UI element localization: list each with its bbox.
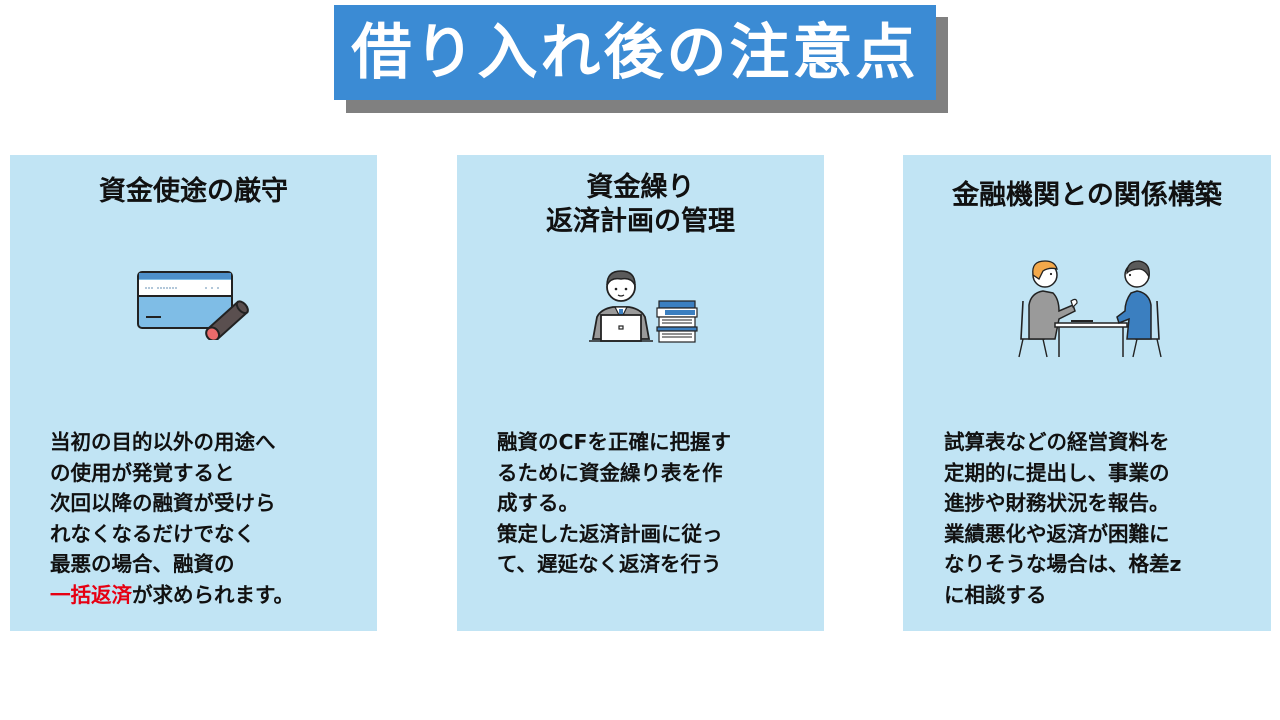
credit-card-icon [137, 271, 249, 340]
panel-fund-usage: 資金使途の厳守 当初の目的以外の用途への使用が発覚すると次回以降の融資が受けられ… [10, 155, 377, 631]
panel-title: 金融機関との関係構築 [952, 180, 1222, 211]
page-title: 借り入れ後の注意点 [351, 17, 919, 88]
panel-title: 資金繰り 返済計画の管理 [546, 172, 735, 237]
meeting-two-people-icon [1018, 260, 1162, 358]
panel-title: 資金使途の厳守 [99, 176, 288, 207]
panel-body: 融資のCFを正確に把握するために資金繰り表を作成する。策定した返済計画に従って、… [497, 430, 732, 576]
highlight-text: 一括返済 [50, 582, 132, 607]
panel-body: 当初の目的以外の用途への使用が発覚すると次回以降の融資が受けられなくなるだけでな… [50, 430, 294, 607]
businessman-laptop-documents-icon [589, 270, 698, 343]
panel-cashflow-management: 資金繰り 返済計画の管理 融資のCFを正確に把握するために資金繰り表を作成する。… [457, 155, 824, 631]
panel-bank-relationship: 金融機関との関係構築 試算表などの経営資料を定期的に提出し、事業の進捗や財務状況… [903, 155, 1271, 631]
title-banner: 借り入れ後の注意点 [334, 5, 936, 100]
panel-body: 試算表などの経営資料を定期的に提出し、事業の進捗や財務状況を報告。業績悪化や返済… [944, 430, 1182, 607]
